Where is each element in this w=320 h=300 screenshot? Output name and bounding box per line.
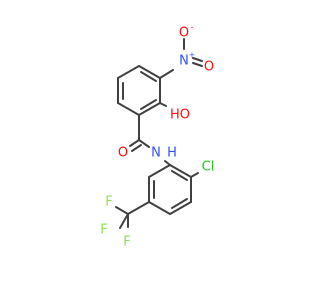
- atom-label-fluorine-top: F: [105, 195, 112, 210]
- bond: [159, 102, 167, 107]
- bond: [117, 65, 140, 79]
- bond: [129, 139, 140, 147]
- atom-label-nitro-o-right: O: [204, 60, 214, 75]
- atom-label-fluorine-bottom: F: [123, 235, 130, 250]
- atom-label-fluorine-left: F: [100, 223, 107, 238]
- atom-label-nitro-o-top: O: [179, 26, 189, 41]
- atom-charge-nitro-n: +: [189, 51, 196, 60]
- atom-label-carbonyl-o: O: [118, 146, 128, 161]
- bond: [171, 198, 188, 209]
- atom-label-nitro-n: N: [179, 54, 189, 69]
- bond: [148, 164, 171, 178]
- bond: [131, 144, 142, 152]
- atom-labels: O - N + O HO O N H Cl F F F: [100, 23, 214, 250]
- bond: [159, 69, 174, 79]
- bond: [192, 57, 203, 62]
- bond: [148, 201, 171, 215]
- atom-label-hydroxyl: HO: [170, 108, 190, 123]
- atom-label-amide-h: H: [167, 146, 177, 161]
- bond: [190, 172, 199, 178]
- bond: [138, 102, 161, 116]
- bond-lines: [115, 38, 203, 229]
- bond: [169, 164, 192, 178]
- bond: [119, 213, 129, 229]
- atom-charge-nitro-o-top: -: [191, 23, 194, 32]
- bond: [169, 201, 192, 215]
- bond: [127, 201, 150, 215]
- chemical-structure-diagram: O - N + O HO O N H Cl F F F: [100, 23, 214, 250]
- bond: [138, 139, 150, 148]
- bond: [140, 71, 157, 82]
- atom-label-chlorine: Cl: [202, 160, 215, 175]
- atom-label-amide-n: N: [151, 146, 161, 161]
- bond: [138, 65, 161, 79]
- bond: [192, 62, 203, 67]
- bond: [171, 170, 188, 181]
- bond: [117, 102, 140, 116]
- bond: [140, 99, 157, 110]
- bond: [115, 206, 129, 215]
